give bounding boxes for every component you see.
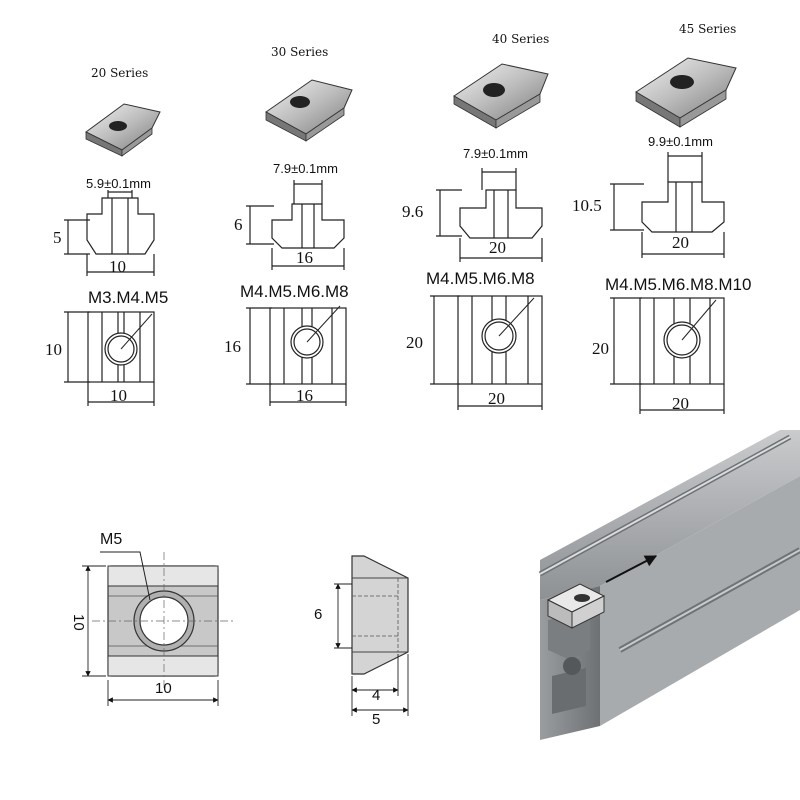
height-40: 9.6: [402, 202, 424, 221]
side-outer-label: 5: [372, 711, 381, 728]
threads-30: M4.M5.M6.M8: [240, 282, 349, 301]
base-width-20: 10: [109, 257, 126, 276]
square-width-30: 16: [296, 386, 313, 405]
series-title-20: 20 Series: [91, 66, 149, 80]
detail-top-view: [82, 551, 236, 706]
iso-nut-45: [635, 57, 737, 128]
series-title-40: 40 Series: [492, 32, 550, 46]
square-height-30: 16: [224, 337, 241, 356]
tnut-inserted: [546, 583, 606, 629]
top-width-45: 9.9±0.1mm: [648, 134, 713, 149]
square-view-30: [246, 305, 347, 406]
aluminum-extrusion-render: [538, 430, 800, 740]
square-view-40: [430, 295, 543, 410]
base-width-40: 20: [489, 238, 506, 257]
iso-nut-40: [453, 63, 549, 129]
square-height-45: 20: [592, 339, 609, 358]
square-width-40: 20: [488, 389, 505, 408]
height-45: 10.5: [572, 196, 602, 215]
series-title-45: 45 Series: [679, 22, 737, 36]
square-height-20: 10: [45, 340, 62, 359]
square-width-45: 20: [672, 394, 689, 413]
top-width-20: 5.9±0.1mm: [86, 176, 151, 191]
square-view-45: [610, 297, 725, 414]
t-profile-40: [436, 168, 543, 262]
square-view-20: [64, 311, 155, 406]
detail-width-label: 10: [155, 680, 172, 697]
height-20: 5: [53, 228, 62, 247]
threads-45: M4.M5.M6.M8.M10: [605, 275, 752, 294]
base-width-45: 20: [672, 233, 689, 252]
series-title-30: 30 Series: [271, 45, 329, 59]
slide-direction-arrow: [605, 555, 658, 583]
side-inner-label: 4: [372, 687, 381, 704]
iso-nut-30: [265, 79, 353, 142]
square-height-40: 20: [406, 333, 423, 352]
base-width-30: 16: [296, 248, 313, 267]
detail-side-view: [334, 555, 409, 716]
top-width-30: 7.9±0.1mm: [273, 161, 338, 176]
threads-20: M3.M4.M5: [88, 288, 169, 307]
t-profile-45: [610, 152, 725, 258]
t-profile-20: [64, 190, 155, 276]
height-30: 6: [234, 215, 243, 234]
t-profile-30: [246, 180, 345, 270]
square-width-20: 10: [110, 386, 127, 405]
detail-height-label: 10: [70, 614, 87, 631]
side-height-label: 6: [314, 606, 323, 623]
iso-nut-20: [85, 103, 161, 157]
threads-40: M4.M5.M6.M8: [426, 269, 535, 288]
detail-thread-label: M5: [100, 531, 123, 548]
top-width-40: 7.9±0.1mm: [463, 146, 528, 161]
